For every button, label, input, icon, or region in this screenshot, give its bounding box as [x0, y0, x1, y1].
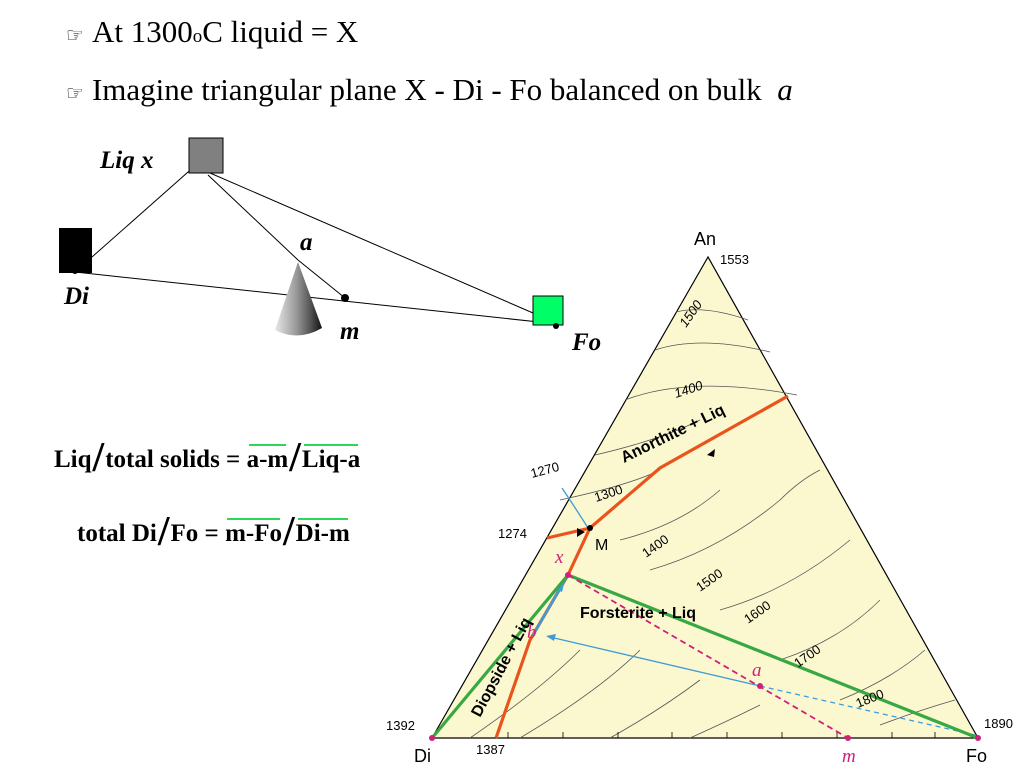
formula-1-den: Liq-a [301, 444, 361, 473]
vertex-an: An [694, 229, 716, 249]
temp-an: 1553 [720, 252, 749, 267]
formula-1-slash-a: / [92, 435, 105, 481]
m-dot [341, 294, 349, 302]
temp-fo: 1890 [984, 716, 1013, 731]
fo-box [532, 295, 564, 326]
fo-dot [553, 323, 559, 329]
formula-2-den: Di-m [295, 518, 350, 547]
pointing-hand-icon: ☞ [66, 23, 84, 47]
cotectic-an-liq [546, 394, 789, 540]
vertex-di: Di [414, 746, 431, 766]
vertex-fo: Fo [966, 746, 987, 766]
line-di-fo [74, 271, 549, 324]
blue-b-a [549, 636, 761, 687]
label-x: x [554, 547, 564, 568]
bullet-2-text: Imagine triangular plane X - Di - Fo bal… [91, 72, 762, 107]
bullet-2: ☞ Imagine triangular plane X - Di - Fo b… [66, 72, 793, 108]
line-liq-fo [209, 172, 534, 314]
temp-di: 1392 [386, 718, 415, 733]
a-label: a [300, 229, 313, 256]
formula-1: Liq/total solids = a-m/Liq-a [54, 437, 361, 479]
formula-1-lhs: Liq [54, 446, 92, 473]
ternary-triangle [430, 255, 980, 739]
liq-box [188, 137, 224, 174]
bullet-1-pre: At 1300 [91, 14, 193, 49]
blue-1270 [561, 487, 589, 529]
schematic-diagram: Liq x Di Fo a m [59, 137, 601, 356]
line-a-m [297, 259, 346, 299]
isotherms [469, 309, 956, 739]
m-label: m [340, 318, 359, 345]
formula-2-slash-b: / [282, 509, 295, 555]
temp-1274: 1274 [498, 526, 527, 541]
label-M: M [595, 537, 608, 554]
label-a: a [752, 660, 762, 681]
point-a [757, 683, 763, 689]
cotectic-m-x [566, 527, 592, 576]
label-b: b [527, 622, 537, 643]
point-M [587, 525, 593, 531]
edge-ticks [507, 732, 936, 738]
green-x-fo [567, 573, 979, 740]
temp-1387: 1387 [476, 742, 505, 757]
formula-2-slash-a: / [157, 509, 170, 555]
line-liq-a [207, 174, 299, 261]
blue-a-fo [759, 685, 976, 736]
bullet-2-italic: a [777, 72, 793, 107]
pointing-hand-icon: ☞ [66, 81, 84, 105]
point-x [565, 572, 571, 578]
formula-1-mid: total solids = [105, 446, 247, 473]
label-m: m [842, 746, 856, 767]
arrow-1274 [577, 528, 585, 537]
arrow-an [707, 449, 715, 457]
formula-2: total Di/Fo = m-Fo/Di-m [77, 511, 350, 553]
temp-1270: 1270 [529, 459, 561, 481]
di-dot [72, 268, 78, 274]
bullet-1-post: C liquid = X [202, 14, 359, 49]
line-liq-di [91, 156, 206, 258]
di-label: Di [63, 283, 89, 310]
point-di [429, 735, 435, 741]
arrow-blue-left [546, 634, 556, 641]
point-m [845, 735, 851, 741]
formula-1-num: a-m [246, 444, 289, 473]
liq-label: Liq x [99, 147, 153, 174]
green-di-x [430, 573, 570, 740]
di-box [59, 228, 92, 273]
formula-1-slash-b: / [289, 435, 301, 481]
formula-2-mid: Fo = [170, 520, 226, 547]
field-forsterite: Forsterite + Liq [580, 605, 696, 622]
magenta-x-m [567, 574, 849, 739]
point-fo [975, 735, 981, 741]
balance-cone [275, 262, 322, 336]
formula-2-num: m-Fo [225, 518, 282, 547]
fo-label: Fo [571, 329, 601, 356]
formula-2-lhs: total Di [77, 520, 157, 547]
